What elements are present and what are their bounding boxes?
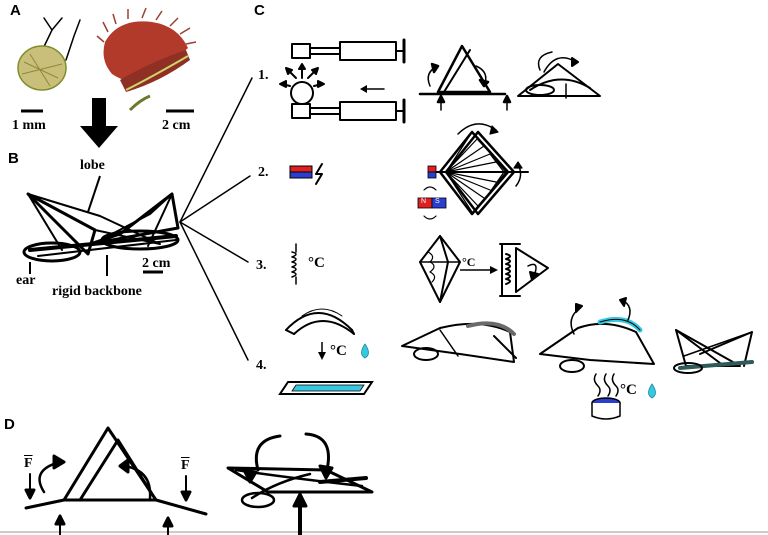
magnet-label-s: S — [435, 198, 440, 205]
small-magnet-top — [427, 165, 437, 179]
lightning-icon — [315, 163, 323, 185]
step1-flat-trap — [517, 51, 601, 99]
balloon — [279, 63, 325, 105]
panel-d-triangle-trap — [24, 426, 208, 535]
branch-lines — [179, 77, 253, 361]
label-lobe: lobe — [80, 158, 105, 173]
force-label-right: F — [181, 458, 190, 473]
syringe-top — [291, 38, 406, 64]
transition-arrow — [460, 266, 498, 274]
panel-letter-c: C — [254, 2, 265, 19]
step3-heat-label: °C — [462, 255, 476, 269]
magnet-bar — [289, 165, 313, 179]
step3-trap-left — [419, 235, 461, 303]
step4-trap-c — [673, 329, 754, 374]
cool-arrow — [318, 342, 326, 360]
small-magnet-bottom — [417, 197, 447, 209]
droplet-icon-2 — [648, 383, 656, 399]
label-ear: ear — [16, 273, 36, 288]
syringe-bottom — [291, 88, 406, 124]
lobe-pointer — [87, 175, 101, 213]
aldrovanda-photo — [17, 17, 81, 91]
magnet-label-n: N — [421, 198, 427, 205]
step2-folding-trap — [431, 123, 529, 216]
flat-strip — [278, 381, 374, 395]
step4-trap-b — [539, 297, 655, 373]
step-number-2: 2. — [258, 165, 269, 180]
heater-icon — [591, 373, 621, 420]
venus-flytrap-photo — [96, 7, 197, 112]
step3-temperature-unit: °C — [308, 255, 325, 271]
panel-letter-a: A — [10, 2, 21, 19]
scale-label-1mm: 1 mm — [12, 118, 46, 133]
down-arrow — [80, 98, 118, 148]
step-number-4: 4. — [256, 358, 267, 373]
small-rotate-arrows — [423, 186, 437, 220]
scale-label-2cm-b: 2 cm — [142, 256, 171, 271]
scale-label-2cm-a: 2 cm — [162, 118, 191, 133]
panel-d-flat-trap — [226, 432, 374, 535]
panel-letter-d: D — [4, 416, 15, 433]
step1-triangle-trap — [418, 44, 512, 111]
step4-trap-a — [401, 321, 517, 363]
label-rigid-backbone: rigid backbone — [52, 284, 142, 299]
force-label-left: F — [24, 456, 33, 471]
step3-trap-right — [499, 243, 549, 297]
coil-spring-icon — [291, 243, 297, 285]
step-number-1: 1. — [258, 68, 269, 83]
droplet-icon — [361, 343, 369, 359]
step-number-3: 3. — [256, 258, 267, 273]
panel-letter-b: B — [8, 150, 19, 167]
trap-schematic — [22, 192, 180, 263]
step4-temperature-unit: °C — [330, 343, 347, 359]
push-arrow — [360, 85, 367, 93]
heater-temperature-label: °C — [620, 382, 637, 398]
curved-strip — [285, 308, 355, 335]
